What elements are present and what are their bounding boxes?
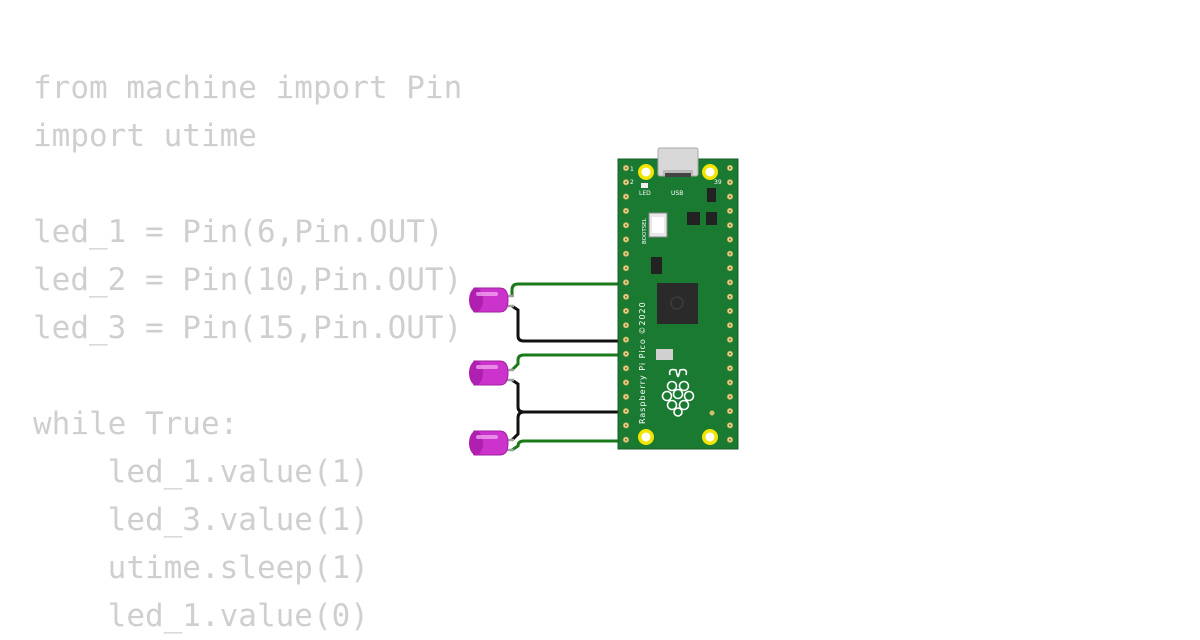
pin-hole: [729, 310, 731, 312]
led-label: LED: [639, 190, 651, 197]
chip-small-3: [706, 212, 717, 225]
usb-label: USB: [671, 190, 683, 197]
code-line: utime.sleep(1): [33, 550, 369, 586]
pin-hole: [729, 352, 731, 355]
board-name-label: Raspberry Pi Pico ©2020: [638, 301, 647, 424]
mounting-holes: [638, 164, 718, 445]
pico-board[interactable]: USB LED 1 2 39 BOOTSEL Raspberry Pi Pico…: [617, 147, 739, 450]
rp2040-logo-icon: [670, 296, 684, 310]
usb-connector: [657, 147, 699, 177]
pin-hole: [625, 410, 627, 413]
signal-wire-led-3[interactable]: [511, 439, 628, 452]
ground-wire-led-1[interactable]: [511, 304, 628, 343]
pin-hole: [729, 181, 731, 184]
code-line: import utime: [33, 118, 257, 154]
pin-hole: [625, 224, 627, 227]
pin-hole: [625, 238, 627, 241]
chip-small-4: [651, 257, 662, 274]
signal-wire-led-2[interactable]: [510, 353, 628, 372]
pin-hole: [729, 338, 731, 341]
ground-wire-led-2[interactable]: [511, 378, 628, 414]
pin-hole: [729, 367, 731, 370]
code-line: while True:: [33, 406, 239, 442]
code-line: led_2 = Pin(10,Pin.OUT): [33, 262, 463, 298]
code-line: led_3 = Pin(15,Pin.OUT): [33, 310, 463, 346]
raspberry-logo-icon: [661, 368, 695, 417]
pin-hole: [729, 267, 731, 270]
pin-hole: [729, 381, 731, 384]
rp2040-chip: [657, 283, 698, 324]
pin-hole: [625, 352, 627, 355]
pin-hole: [729, 238, 731, 241]
pin-hole: [729, 438, 731, 441]
pin-hole: [625, 438, 627, 441]
pin-hole: [729, 252, 731, 255]
pin-hole: [625, 209, 627, 212]
chip-small-1: [707, 188, 716, 202]
pin-hole: [625, 324, 627, 327]
onboard-led: [641, 183, 648, 188]
pin-header-left: [623, 164, 630, 443]
pin39-label: 39: [714, 179, 722, 186]
pin-hole: [625, 181, 627, 184]
ground-wire-led-3[interactable]: [510, 410, 525, 442]
pin-hole: [625, 252, 627, 255]
pin1-label: 1: [630, 166, 634, 173]
pin-hole: [729, 281, 731, 284]
pin-hole: [625, 295, 627, 298]
led-3[interactable]: [469, 430, 514, 456]
pin-hole: [625, 195, 627, 198]
pin-hole: [729, 424, 731, 427]
code-line: led_1.value(1): [33, 454, 369, 490]
pin-hole: [625, 424, 627, 427]
pin-hole: [625, 310, 627, 312]
pin-hole: [625, 281, 627, 284]
led-1[interactable]: [469, 287, 514, 313]
signal-wire-led-1[interactable]: [510, 282, 628, 296]
code-listing: from machine import Pin import utime led_1…: [33, 64, 462, 640]
test-point: [709, 410, 715, 416]
code-line: led_1.value(0): [33, 598, 369, 634]
pin-hole: [625, 267, 627, 270]
flash-pad: [656, 349, 673, 360]
bootsel-button[interactable]: [648, 212, 668, 238]
pin-hole: [625, 367, 627, 370]
code-line: from machine import Pin: [33, 70, 463, 106]
pin-hole: [625, 395, 627, 398]
pin-header-right: [727, 164, 734, 443]
code-line: led_3.value(1): [33, 502, 369, 538]
bootsel-label: BOOTSEL: [642, 217, 648, 244]
pin-hole: [729, 209, 731, 212]
pin-hole: [729, 224, 731, 227]
led-2[interactable]: [469, 360, 514, 386]
wires: [510, 282, 628, 452]
code-line: led_1 = Pin(6,Pin.OUT): [33, 214, 444, 250]
pin-hole: [729, 295, 731, 298]
pin-hole: [625, 167, 627, 169]
pin-hole: [729, 167, 731, 169]
pin-hole: [729, 324, 731, 327]
pin-hole: [625, 381, 627, 384]
pin-hole: [729, 410, 731, 413]
pin-hole: [729, 195, 731, 198]
pin-hole: [729, 395, 731, 398]
chip-small-2: [687, 212, 700, 225]
pin-hole: [625, 338, 627, 341]
pin2-label: 2: [630, 179, 634, 186]
